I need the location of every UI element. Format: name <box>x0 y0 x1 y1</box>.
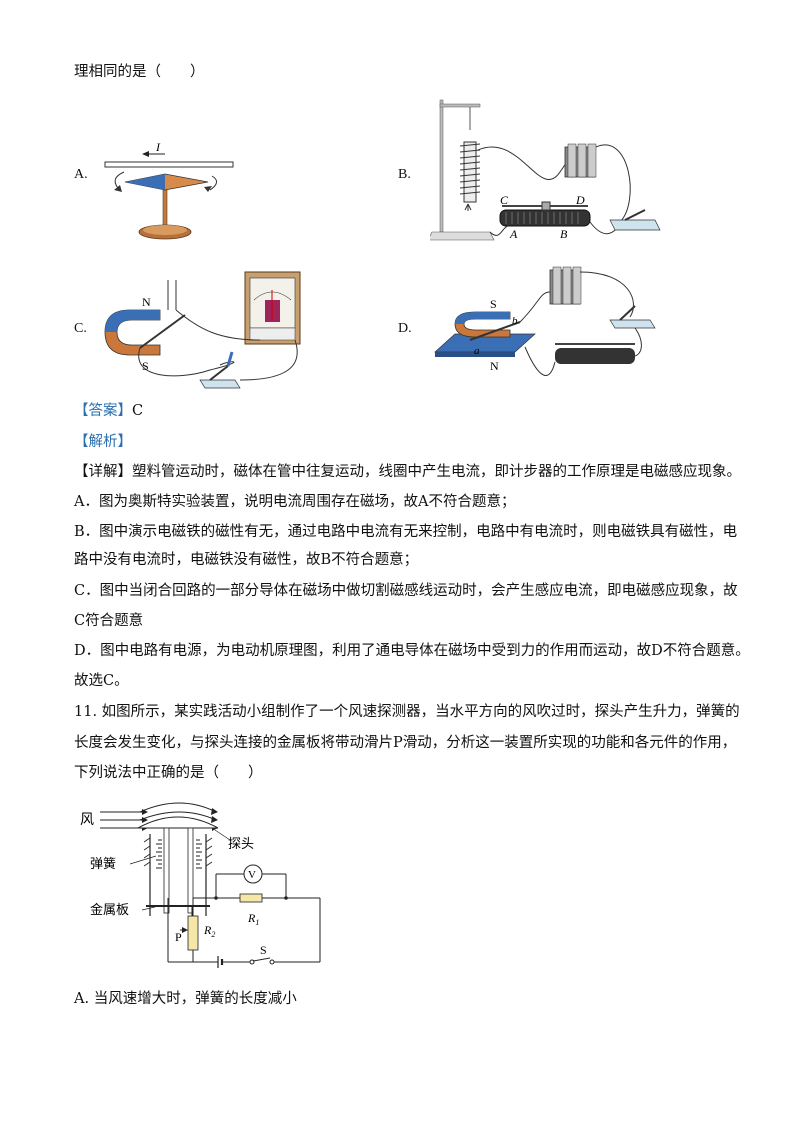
terminal-b: B <box>560 227 568 241</box>
detail-line-2: B．图中演示电磁铁的磁性有无，通过电路中电流有无来控制，电路中有电流时，则电磁铁… <box>74 524 738 540</box>
answer-line: 【答案】C <box>74 403 144 419</box>
figure-c-induction: N S <box>100 270 310 400</box>
terminal-a: A <box>509 227 518 241</box>
figure-b-electromagnet: C D A B <box>430 92 670 242</box>
detail-line-1: A．图为奥斯特实验装置，说明电流周围存在磁场，故A不符合题意； <box>74 494 516 510</box>
spring-label: 弹簧 <box>90 856 116 871</box>
q11-line-0: 11. 如图所示，某实践活动小组制作了一个风速探测器，当水平方向的风吹过时，探头… <box>74 704 740 720</box>
terminal-c: C <box>500 193 509 207</box>
pole-s-d: S <box>490 297 497 311</box>
pole-s: S <box>142 359 149 373</box>
r2-label: R2 <box>203 923 215 939</box>
option-c-label: C. <box>74 321 87 336</box>
analysis-tag: 解析 <box>88 434 118 450</box>
detail-line-3: 路中没有电流时，电磁铁没有磁性，故B不符合题意； <box>74 552 419 568</box>
figure-a-oersted: I <box>100 140 240 250</box>
plate-label: 金属板 <box>90 902 129 917</box>
answer-tag: 答案 <box>88 403 118 419</box>
option-b-label: B. <box>398 167 411 182</box>
rod-a: a <box>474 345 480 357</box>
probe-label: 探头 <box>228 836 254 851</box>
current-label: I <box>155 140 161 154</box>
voltmeter-label: V <box>248 869 256 881</box>
q11-option-a: A. 当风速增大时，弹簧的长度减小 <box>74 991 297 1007</box>
pole-n-d: N <box>490 359 499 373</box>
wind-label: 风 <box>80 813 94 828</box>
q11-line-2: 下列说法中正确的是（ ） <box>74 765 263 781</box>
answer-value: C <box>132 403 144 419</box>
figure-11-wind-detector: 风 探头 弹簧 金属板 P R2 <box>80 798 340 976</box>
r1-label: R1 <box>247 911 259 927</box>
detail-line-6: D．图中电路有电源，为电动机原理图，利用了通电导体在磁场中受到力的作用而运动，故… <box>74 643 750 659</box>
terminal-d: D <box>575 193 585 207</box>
slider-p-label: P <box>175 930 182 944</box>
q11-line-1: 长度会发生变化，与探头连接的金属板将带动滑片P滑动，分析这一装置所实现的功能和各… <box>74 735 737 751</box>
question-tail: 理相同的是（ ） <box>74 64 205 80</box>
detail-line-5: C符合题意 <box>74 613 144 629</box>
pole-n: N <box>142 295 151 309</box>
switch-s-label: S <box>260 943 267 957</box>
analysis-line: 【解析】 <box>74 434 132 450</box>
detail-line-7: 故选C。 <box>74 673 129 689</box>
figure-d-motor: S N a b <box>430 262 660 392</box>
detail-line-4: C．图中当闭合回路的一部分导体在磁场中做切割磁感线运动时，会产生感应电流，即电磁… <box>74 583 738 599</box>
rod-b: b <box>512 315 518 327</box>
option-a-label: A. <box>74 167 88 182</box>
detail-line-0: 【详解】塑料管运动时，磁体在管中往复运动，线圈中产生电流，即计步器的工作原理是电… <box>74 464 741 480</box>
option-d-label: D. <box>398 321 412 336</box>
